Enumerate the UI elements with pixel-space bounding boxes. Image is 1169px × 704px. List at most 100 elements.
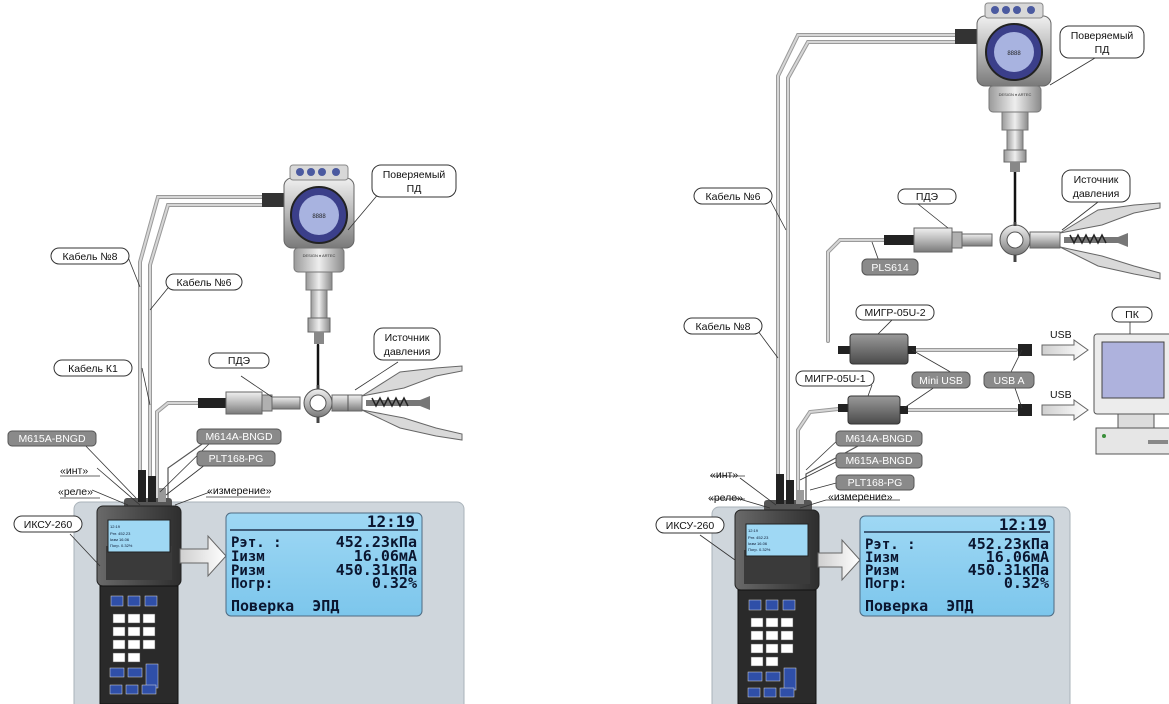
right-lcd-row-value-2: 450.31кПа: [968, 561, 1049, 579]
right-lcd-footer: Поверка ЭПД: [865, 597, 973, 615]
right-label-m615-box: [835, 452, 923, 469]
left-lcd-row-value-0: 452.23кПа: [336, 533, 417, 551]
right-label-pc: ПК: [1125, 309, 1140, 321]
right-label-plt168: PLT168-PG: [848, 477, 903, 489]
left-label-m615: M615A-BNGD: [18, 433, 86, 445]
right-label-izmerenie: «измерение»: [828, 491, 893, 503]
right-label-migr2: МИГР-05U-2: [864, 307, 925, 319]
right-label-source-2: давления: [1073, 188, 1120, 200]
left-label-cable6: Кабель №6: [177, 277, 232, 289]
left-lcd-footer: Поверка ЭПД: [231, 597, 339, 615]
right-pc: [1093, 333, 1169, 455]
left-lcd-row-name-3: Погр:: [231, 576, 273, 592]
left-label-pde-box: [208, 352, 270, 369]
right-label-migr1-box: [795, 370, 875, 387]
right-label-pls614: PLS614: [871, 262, 909, 274]
left-lcd-row-name-0: Рэт. :: [231, 535, 282, 551]
left-lcd-row-value-2: 450.31кПа: [336, 561, 417, 579]
right-iksu-device: 12:19 Рэт. 452.23 Iизм 16.06 Погр. 0.32%: [734, 474, 820, 704]
svg-text:DESIGN ♦ ARTEC: DESIGN ♦ ARTEC: [303, 253, 336, 258]
right-lcd-time: 12:19: [999, 515, 1047, 534]
left-label-cable8-box: [50, 247, 130, 265]
right-label-usb-a: USB A: [994, 375, 1025, 387]
left-label-source-2: давления: [384, 346, 431, 358]
svg-text:8888: 8888: [1007, 51, 1021, 57]
right-label-cable8-box: [683, 317, 763, 335]
left-label-source-box: [373, 327, 441, 361]
right-lcd-row-name-3: Погр:: [865, 576, 907, 592]
left-label-m614: M614A-BNGD: [205, 431, 273, 443]
left-label-iksu-box: [13, 515, 83, 533]
left-cables: [138, 195, 320, 504]
svg-text:8888: 8888: [312, 214, 326, 220]
left-iksu-device: 12:19 Рэт. 452.23 Iизм 16.06 Погр. 0.32%: [96, 470, 182, 704]
left-label-tested-box: [371, 164, 457, 198]
right-label-usb-a-box: [983, 371, 1035, 389]
right-scheme: 8888 DESIGN ♦ ARTEC: [655, 2, 1169, 704]
left-lcd-row-value-1: 16.06мА: [354, 547, 417, 565]
left-label-cablek1: Кабель К1: [68, 363, 118, 375]
right-label-migr2-box: [855, 304, 935, 321]
left-zoom-arrow: [179, 534, 227, 578]
svg-text:Погр. 0.32%: Погр. 0.32%: [110, 543, 133, 548]
left-lcd-time: 12:19: [367, 512, 415, 531]
left-label-rele: «реле»: [58, 486, 93, 498]
right-usb-plug-bottom: [1018, 404, 1032, 416]
right-label-plt168-box: [835, 474, 915, 491]
left-label-plt168-box: [196, 450, 276, 467]
left-lcd-row-name-2: Ризм: [231, 563, 265, 579]
right-label-tested-box: [1059, 25, 1145, 59]
svg-text:Iизм 16.06: Iизм 16.06: [748, 541, 768, 546]
left-label-cable6-box: [165, 273, 243, 291]
right-label-mini-usb: Mini USB: [919, 375, 963, 387]
right-lcd-row-name-2: Ризм: [865, 563, 899, 579]
svg-text:12:19: 12:19: [748, 528, 759, 533]
right-label-m614: M614A-BNGD: [845, 433, 913, 445]
right-lcd-screen: 12:19 Рэт. : 452.23кПа Iизм 16.06мА Ризм…: [859, 515, 1055, 617]
right-label-rele: «реле»: [708, 492, 743, 504]
svg-text:12:19: 12:19: [110, 524, 121, 529]
left-label-cablek1-box: [53, 359, 133, 377]
right-lcd-row-name-1: Iизм: [865, 550, 899, 566]
right-lcd-row-name-0: Рэт. :: [865, 537, 916, 553]
right-label-mini-usb-box: [911, 371, 971, 389]
right-label-pde: ПДЭ: [916, 191, 939, 203]
left-leader-lines: [60, 191, 399, 567]
svg-text:Рэт. 452.23: Рэт. 452.23: [748, 535, 769, 540]
right-label-usb-top: USB: [1050, 329, 1072, 341]
right-label-m615: M615A-BNGD: [845, 455, 913, 467]
right-cables: [776, 33, 1018, 507]
right-tested-transmitter: 8888 DESIGN ♦ ARTEC: [955, 2, 1052, 172]
right-label-tested-1: Поверяемый: [1071, 30, 1134, 42]
left-lcd-row-value-3: 0.32%: [372, 574, 417, 592]
right-lcd-row-value-1: 16.06мА: [986, 548, 1049, 566]
left-label-m614-box: [196, 428, 282, 445]
left-label-tested-2: ПД: [407, 183, 422, 195]
right-label-tested-2: ПД: [1095, 44, 1110, 56]
right-label-usb-bottom: USB: [1050, 389, 1072, 401]
right-label-pc-box: [1111, 306, 1153, 323]
right-label-cable6-box: [693, 187, 773, 205]
right-pressure-manifold: [884, 202, 1161, 280]
svg-text:Рэт. 452.23: Рэт. 452.23: [110, 531, 131, 536]
left-label-cable8: Кабель №8: [63, 251, 118, 263]
right-usb-arrow-bottom: [1041, 399, 1089, 421]
right-label-cable6: Кабель №6: [706, 191, 761, 203]
left-scheme: 8888 DESIGN ♦ ARTEC: [7, 164, 465, 704]
right-lcd-row-value-3: 0.32%: [1004, 574, 1049, 592]
right-lcd-row-value-0: 452.23кПа: [968, 535, 1049, 553]
right-label-iksu: ИКСУ-260: [666, 520, 715, 532]
left-label-tested-1: Поверяемый: [383, 169, 446, 181]
right-label-migr1: МИГР-05U-1: [804, 373, 865, 385]
svg-text:DESIGN ♦ ARTEC: DESIGN ♦ ARTEC: [999, 92, 1032, 97]
right-label-int: «инт»: [710, 469, 738, 481]
left-pressure-manifold: [198, 365, 463, 441]
right-label-source-1: Источник: [1074, 174, 1119, 186]
right-label-m614-box: [835, 430, 923, 447]
right-migr2-module: [838, 333, 916, 365]
left-label-izmerenie: «измерение»: [207, 485, 272, 497]
left-label-int: «инт»: [60, 465, 88, 477]
left-tested-transmitter: 8888 DESIGN ♦ ARTEC: [262, 164, 355, 344]
right-label-pls614-box: [861, 258, 919, 276]
